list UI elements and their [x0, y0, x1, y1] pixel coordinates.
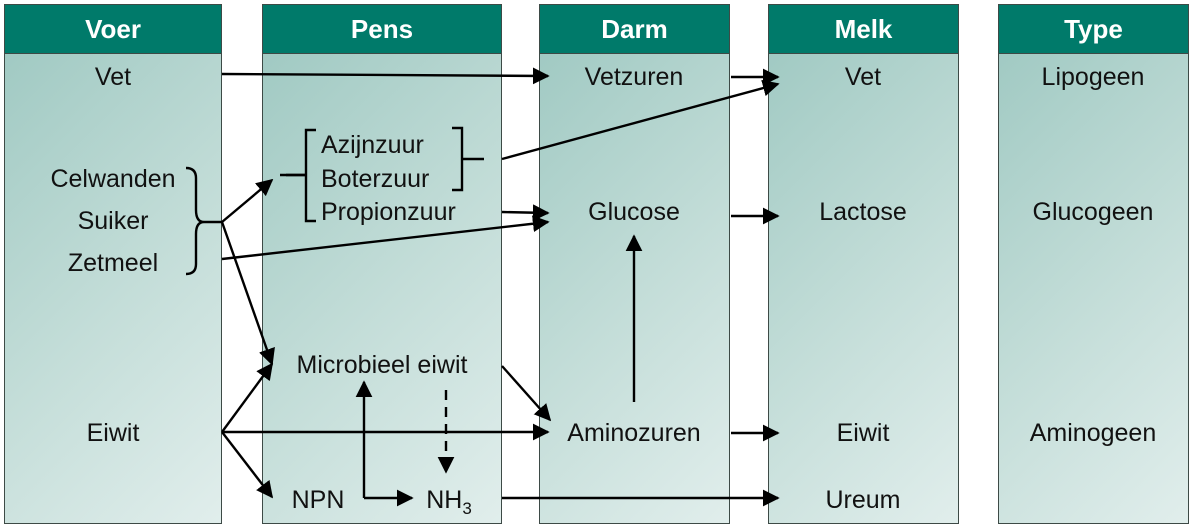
pens-boterzuur: Boterzuur — [321, 165, 430, 193]
column-header-voer: Voer — [5, 5, 221, 54]
voer-zetmeel: Zetmeel — [67, 249, 159, 277]
pens-nh3-sub: 3 — [462, 499, 472, 518]
melk-vet: Vet — [844, 63, 882, 91]
column-type: Type — [998, 4, 1189, 524]
voer-eiwit: Eiwit — [86, 419, 140, 447]
melk-ureum: Ureum — [825, 486, 901, 514]
column-header-melk: Melk — [769, 5, 958, 54]
column-voer: Voer — [4, 4, 222, 524]
column-header-darm: Darm — [540, 5, 729, 54]
column-header-pens: Pens — [263, 5, 501, 54]
column-header-type: Type — [999, 5, 1188, 54]
type-lipogeen: Lipogeen — [1041, 63, 1145, 91]
type-aminogeen: Aminogeen — [1029, 419, 1157, 447]
darm-aminozuren: Aminozuren — [567, 419, 701, 447]
pens-microbieel-eiwit: Microbieel eiwit — [296, 351, 468, 379]
voer-suiker: Suiker — [77, 207, 149, 235]
pens-propionzuur: Propionzuur — [321, 198, 456, 226]
pens-azijnzuur: Azijnzuur — [321, 131, 424, 159]
voer-vet: Vet — [94, 63, 132, 91]
pens-nh3: NH3 — [426, 485, 472, 524]
darm-vetzuren: Vetzuren — [584, 63, 684, 91]
column-melk: Melk — [768, 4, 959, 524]
melk-lactose: Lactose — [819, 198, 907, 226]
pens-npn: NPN — [291, 486, 345, 514]
type-glucogeen: Glucogeen — [1032, 198, 1154, 226]
pens-nh3-base: NH — [426, 486, 463, 514]
darm-glucose: Glucose — [588, 198, 680, 226]
column-pens: Pens — [262, 4, 502, 524]
melk-eiwit: Eiwit — [836, 419, 890, 447]
voer-celwanden: Celwanden — [50, 165, 176, 193]
